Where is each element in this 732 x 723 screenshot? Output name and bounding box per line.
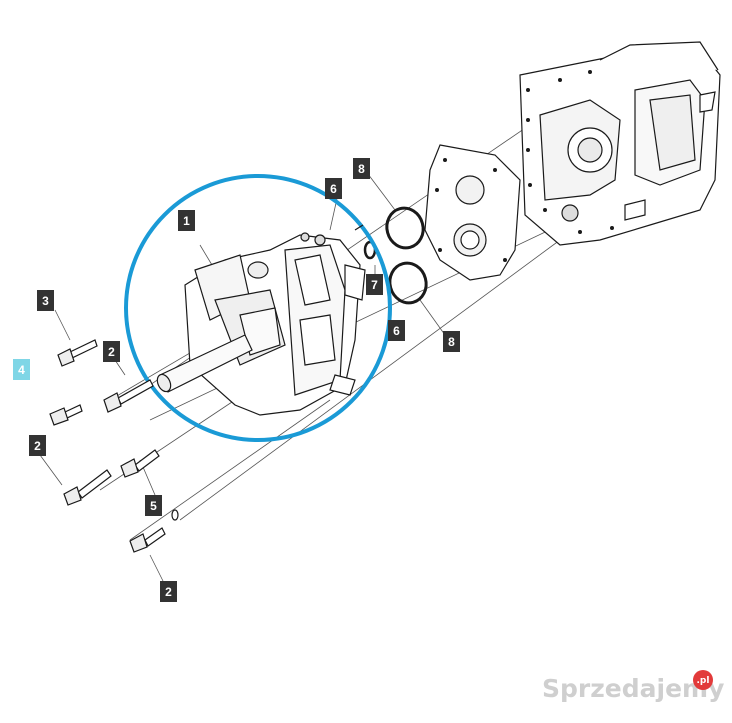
bolt-4 <box>49 404 83 426</box>
bolt-2c <box>129 527 166 553</box>
bolt-5 <box>120 449 160 478</box>
svg-text:7: 7 <box>371 278 378 292</box>
callout-8b: 8 <box>443 331 460 352</box>
svg-text:2: 2 <box>165 585 172 599</box>
svg-text:6: 6 <box>330 182 337 196</box>
svg-text:2: 2 <box>34 439 41 453</box>
svg-text:3: 3 <box>42 294 49 308</box>
callout-7: 7 <box>366 274 383 295</box>
svg-text:2: 2 <box>108 345 115 359</box>
bolt-3 <box>57 339 98 367</box>
callout-3: 3 <box>37 290 54 311</box>
callout-6b: 6 <box>388 320 405 341</box>
bolt-2b <box>63 469 112 506</box>
svg-text:5: 5 <box>150 499 157 513</box>
callout-4: 4 <box>13 359 30 380</box>
callout-2c: 2 <box>160 581 177 602</box>
watermark-badge-text: .pl <box>697 676 710 686</box>
svg-text:4: 4 <box>18 363 25 377</box>
callout-2b: 2 <box>29 435 46 456</box>
highlight-circle <box>124 174 392 442</box>
pin <box>354 224 364 231</box>
transmission-housing <box>519 41 721 246</box>
svg-text:1: 1 <box>183 214 190 228</box>
callout-2a: 2 <box>103 341 120 362</box>
bolts <box>49 224 364 553</box>
svg-text:6: 6 <box>393 324 400 338</box>
callout-6: 6 <box>325 178 342 199</box>
watermark-badge <box>693 670 713 690</box>
svg-text:8: 8 <box>358 162 365 176</box>
callout-1: 1 <box>178 210 195 231</box>
washer <box>171 509 179 521</box>
callout-5: 5 <box>145 495 162 516</box>
pump-assembly <box>156 232 366 416</box>
bolt-2a <box>103 379 154 413</box>
callout-8a: 8 <box>353 158 370 179</box>
svg-text:8: 8 <box>448 335 455 349</box>
watermark: Sprzedajemy .pl <box>542 670 724 703</box>
callouts: 1 2 3 4 2 5 2 6 7 8 8 6 <box>13 158 460 602</box>
adapter-plate <box>424 144 521 281</box>
